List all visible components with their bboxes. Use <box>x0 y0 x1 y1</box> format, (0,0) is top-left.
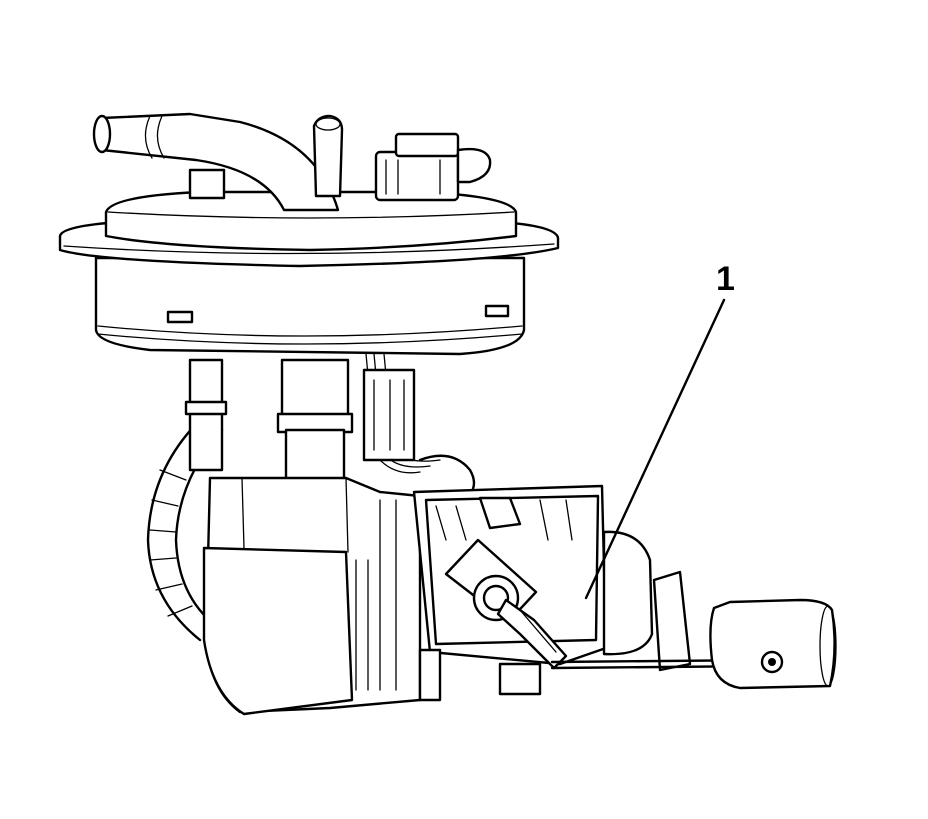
sender-housing <box>602 530 692 672</box>
fuel-outlet-elbow <box>92 112 340 212</box>
fuel-level-sensor <box>412 484 608 670</box>
center-supply-tube <box>276 358 354 512</box>
fuel-level-float <box>709 598 837 690</box>
left-fuel-tube <box>184 358 228 472</box>
electrical-connector <box>374 132 492 202</box>
fuel-reservoir <box>202 476 422 716</box>
wire-harness <box>362 353 476 496</box>
fuel-pump-flange <box>58 190 560 356</box>
callout-leader-line-1 <box>584 298 726 600</box>
mounting-feet <box>418 648 542 702</box>
vent-fitting <box>312 114 344 198</box>
callout-label-1: 1 <box>716 260 735 298</box>
